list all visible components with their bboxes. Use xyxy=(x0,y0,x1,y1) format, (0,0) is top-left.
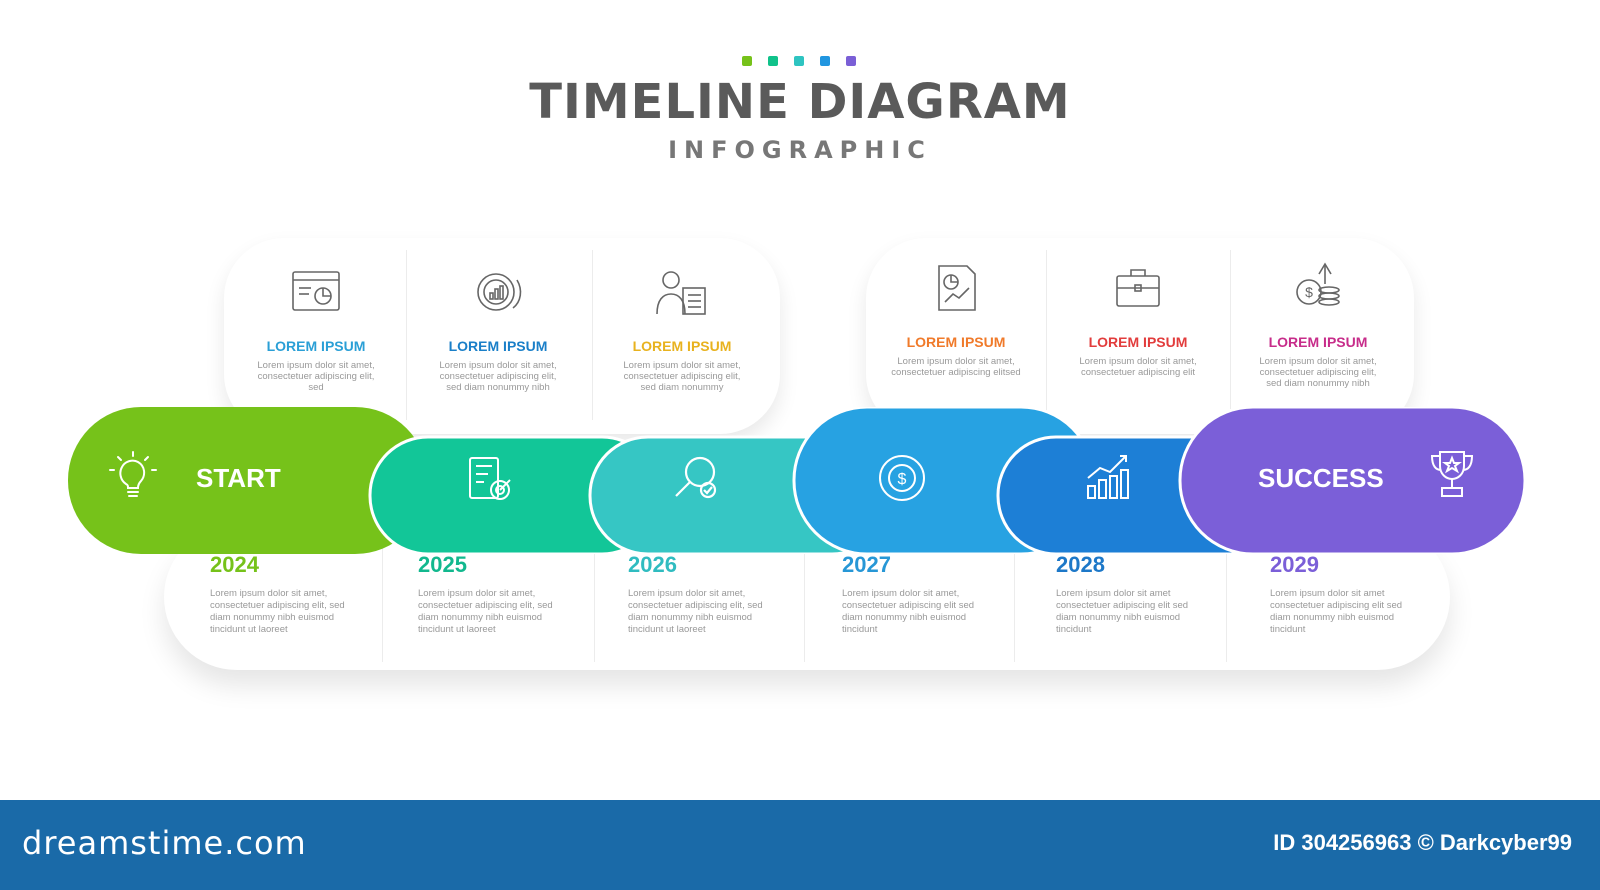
year-text: Lorem ipsum dolor sit amet consectetuer … xyxy=(1056,588,1189,635)
report-chart-icon xyxy=(927,262,985,314)
svg-text:$: $ xyxy=(1305,284,1313,300)
top-item-heading: LOREM IPSUM xyxy=(448,338,548,354)
year-label: 2027 xyxy=(842,552,891,577)
divider xyxy=(1230,250,1231,420)
bottom-item-2029: 2029 Lorem ipsum dolor sit amet consecte… xyxy=(1226,524,1438,670)
band-segment-end xyxy=(1178,407,1527,554)
color-dot xyxy=(794,56,804,66)
coins-growth-icon: $ xyxy=(1289,258,1347,310)
color-dot xyxy=(742,56,752,66)
page-title: TIMELINE DIAGRAM xyxy=(529,74,1071,130)
magnifier-check-icon xyxy=(668,450,724,506)
browser-chart-icon xyxy=(287,266,345,318)
gear-chart-icon xyxy=(469,266,527,318)
divider xyxy=(804,540,805,662)
timeline-band xyxy=(68,407,1527,554)
year-label: 2024 xyxy=(210,552,259,577)
start-label: START xyxy=(196,463,281,493)
year-text: Lorem ipsum dolor sit amet, consectetuer… xyxy=(210,588,345,635)
divider xyxy=(1046,250,1047,420)
top-item-text: Lorem ipsum dolor sit amet, consectetuer… xyxy=(623,360,741,393)
top-item-text: Lorem ipsum dolor sit amet, consectetuer… xyxy=(257,360,375,393)
lightbulb-icon xyxy=(106,448,162,504)
top-item-text: Lorem ipsum dolor sit amet, consectetuer… xyxy=(1079,356,1197,378)
briefcase-icon xyxy=(1109,262,1167,314)
divider xyxy=(382,540,383,662)
year-label: 2028 xyxy=(1056,552,1105,577)
bottom-item-2028: 2028 Lorem ipsum dolor sit amet consecte… xyxy=(1012,524,1224,670)
success-label: SUCCESS xyxy=(1258,463,1384,493)
page-subtitle: INFOGRAPHIC xyxy=(668,136,932,164)
dollar-cycle-icon: $ xyxy=(874,450,930,506)
top-item-heading: LOREM IPSUM xyxy=(1268,334,1368,350)
divider xyxy=(1014,540,1015,662)
divider xyxy=(594,540,595,662)
image-id-credit: ID 304256963 © Darkcyber99 xyxy=(1273,830,1572,855)
bottom-item-2027: 2027 Lorem ipsum dolor sit amet, consect… xyxy=(798,524,1010,670)
top-item-3: LOREM IPSUM Lorem ipsum dolor sit amet, … xyxy=(592,238,772,434)
top-item-text: Lorem ipsum dolor sit amet, consectetuer… xyxy=(891,356,1021,378)
year-label: 2026 xyxy=(628,552,677,577)
top-item-1: LOREM IPSUM Lorem ipsum dolor sit amet, … xyxy=(226,238,406,434)
band-segment-start xyxy=(68,407,428,554)
top-item-text: Lorem ipsum dolor sit amet, consectetuer… xyxy=(1259,356,1377,389)
bottom-item-2025: 2025 Lorem ipsum dolor sit amet, consect… xyxy=(374,524,586,670)
year-label: 2029 xyxy=(1270,552,1319,577)
year-text: Lorem ipsum dolor sit amet, consectetuer… xyxy=(418,588,553,635)
top-item-heading: LOREM IPSUM xyxy=(1088,334,1188,350)
top-item-5: LOREM IPSUM Lorem ipsum dolor sit amet, … xyxy=(1048,238,1228,434)
top-item-heading: LOREM IPSUM xyxy=(906,334,1006,350)
top-cards-panel-left xyxy=(224,238,780,434)
dreamstime-logo[interactable]: dreamstime.com xyxy=(22,824,307,862)
bar-growth-icon xyxy=(1080,450,1136,506)
businessman-icon xyxy=(653,266,711,318)
top-item-2: LOREM IPSUM Lorem ipsum dolor sit amet, … xyxy=(408,238,588,434)
year-text: Lorem ipsum dolor sit amet, consectetuer… xyxy=(842,588,975,635)
divider xyxy=(406,250,407,420)
top-item-6: $ LOREM IPSUM Lorem ipsum dolor sit amet… xyxy=(1228,238,1408,434)
top-item-text: Lorem ipsum dolor sit amet, consectetuer… xyxy=(439,360,557,393)
divider xyxy=(592,250,593,420)
color-dots xyxy=(742,56,856,66)
color-dot xyxy=(846,56,856,66)
footer-bar: dreamstime.com ID 304256963 © Darkcyber9… xyxy=(0,800,1600,890)
year-text: Lorem ipsum dolor sit amet, consectetuer… xyxy=(628,588,763,635)
divider xyxy=(1226,540,1227,662)
year-text: Lorem ipsum dolor sit amet consectetuer … xyxy=(1270,588,1403,635)
bottom-item-2026: 2026 Lorem ipsum dolor sit amet, consect… xyxy=(584,524,796,670)
color-dot xyxy=(820,56,830,66)
bottom-item-2024: 2024 Lorem ipsum dolor sit amet, consect… xyxy=(166,524,378,670)
checklist-target-icon xyxy=(462,452,518,508)
svg-text:$: $ xyxy=(898,471,907,488)
top-item-heading: LOREM IPSUM xyxy=(266,338,366,354)
color-dot xyxy=(768,56,778,66)
year-label: 2025 xyxy=(418,552,467,577)
top-item-4: LOREM IPSUM Lorem ipsum dolor sit amet, … xyxy=(866,238,1046,434)
top-item-heading: LOREM IPSUM xyxy=(632,338,732,354)
trophy-icon xyxy=(1424,446,1480,502)
